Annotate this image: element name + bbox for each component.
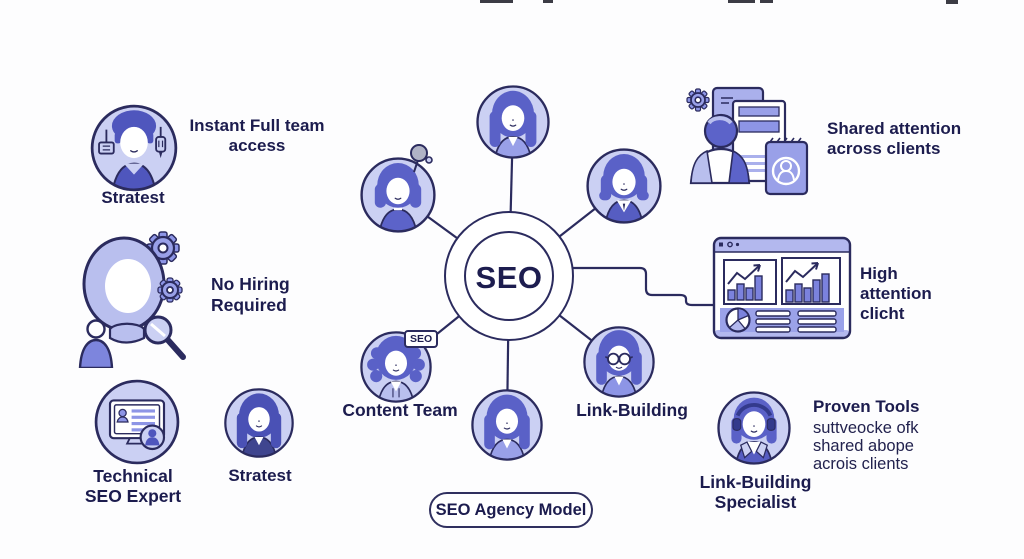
no-hiring-line1: No Hiring bbox=[211, 274, 290, 294]
hub-inner-ring: SEO bbox=[464, 231, 554, 321]
shared-clients-documents-icon bbox=[686, 86, 809, 196]
instant-access-benefit: Instant Full team access bbox=[178, 116, 336, 155]
technical-expert-line2: SEO Expert bbox=[84, 486, 182, 507]
analytics-dashboard-icon bbox=[712, 236, 852, 340]
proven-tools-line2: shared abope bbox=[813, 436, 914, 455]
link-building-label: Link-Building bbox=[576, 400, 688, 420]
technical-expert-line1: Technical bbox=[93, 466, 173, 486]
technical-expert-label: Technical SEO Expert bbox=[73, 466, 193, 506]
shared-attention-line1: Shared attention bbox=[827, 119, 962, 138]
proven-tools-benefit: Proven Tools suttveocke ofk shared abope… bbox=[813, 397, 919, 473]
specialist-line2: Specialist bbox=[714, 492, 797, 513]
high-attention-line2: attention bbox=[860, 283, 932, 303]
microphone-icon bbox=[410, 144, 433, 173]
proven-tools-line3: acrois clients bbox=[813, 454, 909, 473]
top-edge-artifact bbox=[760, 0, 773, 3]
proven-tools-line1: suttveocke ofk bbox=[813, 418, 919, 437]
technical-seo-expert-icon bbox=[94, 379, 180, 465]
high-attention-line3: clicht bbox=[860, 303, 905, 323]
proven-tools-title: Proven Tools bbox=[813, 397, 920, 416]
top-edge-artifact bbox=[946, 0, 958, 4]
specialist-line1: Link-Building bbox=[699, 472, 812, 492]
instant-access-line2: access bbox=[228, 135, 286, 155]
top-edge-artifact bbox=[480, 0, 513, 3]
no-hiring-line2: Required bbox=[211, 294, 287, 315]
strategist-top-label: Stratest bbox=[101, 188, 165, 207]
editor-avatar-icon bbox=[360, 157, 436, 233]
high-attention-benefit: High attention clicht bbox=[860, 264, 932, 324]
shared-attention-line2: across clients bbox=[827, 138, 941, 158]
instant-access-line1: Instant Full team bbox=[189, 116, 325, 135]
shared-attention-benefit: Shared attention across clients bbox=[827, 119, 961, 158]
high-attention-line1: High bbox=[860, 264, 898, 283]
no-hiring-icon bbox=[78, 231, 186, 368]
content-team-label: Content Team bbox=[342, 400, 458, 420]
link-building-avatar-icon bbox=[583, 326, 655, 398]
strategist-bottom-avatar-icon bbox=[224, 388, 294, 458]
footer-badge: SEO Agency Model bbox=[429, 492, 593, 528]
strategist-bottom-label: Stratest bbox=[228, 466, 292, 485]
specialist-label: Link-Building Specialist bbox=[693, 472, 818, 512]
no-hiring-benefit: No Hiring Required bbox=[211, 274, 290, 315]
manager-avatar-icon bbox=[586, 148, 662, 224]
link-building-specialist-avatar-icon bbox=[717, 391, 791, 465]
hub-label: SEO bbox=[475, 260, 543, 295]
top-edge-artifact bbox=[728, 0, 755, 3]
strategist-avatar-icon bbox=[90, 104, 178, 192]
seo-tag-badge: SEO bbox=[404, 330, 439, 348]
analyst-avatar-icon bbox=[471, 389, 543, 461]
top-edge-artifact bbox=[543, 0, 553, 3]
writer-avatar-icon bbox=[476, 85, 550, 159]
